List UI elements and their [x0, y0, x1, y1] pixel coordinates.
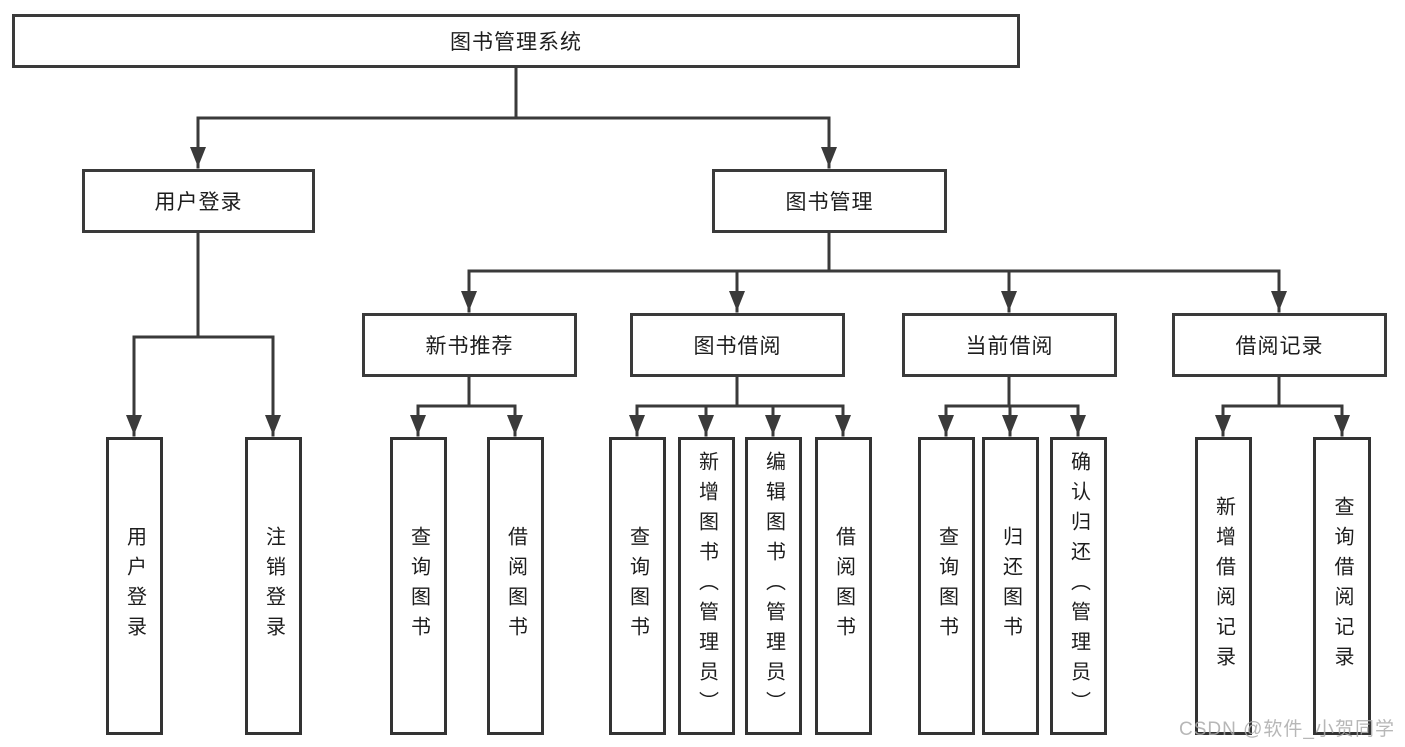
leaf-newbook-borrow-books: 借阅图书 [487, 437, 544, 735]
leaf-borrow-borrow-books: 借阅图书 [815, 437, 872, 735]
node-borrow-records: 借阅记录 [1172, 313, 1387, 377]
node-root: 图书管理系统 [12, 14, 1020, 68]
node-current-borrow-label: 当前借阅 [965, 335, 1054, 358]
leaf-borrow-edit-books-admin: 编辑图书（管理员） [745, 437, 802, 735]
leaf-borrow-add-books-admin: 新增图书（管理员） [678, 437, 735, 735]
leaf-borrow-add-books-admin-label: 新增图书（管理员） [695, 451, 718, 721]
leaf-current-return-books-label: 归还图书 [999, 526, 1022, 646]
node-book-borrow: 图书借阅 [630, 313, 845, 377]
leaf-borrow-borrow-books-label: 借阅图书 [832, 526, 855, 646]
node-new-book-recommend-label: 新书推荐 [425, 335, 514, 358]
leaf-newbook-query-books: 查询图书 [390, 437, 447, 735]
leaf-current-query-books-label: 查询图书 [935, 526, 958, 646]
node-new-book-recommend: 新书推荐 [362, 313, 577, 377]
leaf-borrow-edit-books-admin-label: 编辑图书（管理员） [762, 451, 785, 721]
leaf-user-login: 用户登录 [106, 437, 163, 735]
node-root-label: 图书管理系统 [450, 31, 582, 54]
node-book-management: 图书管理 [712, 169, 947, 233]
leaf-records-add-record-label: 新增借阅记录 [1212, 496, 1235, 676]
node-book-management-label: 图书管理 [785, 191, 874, 214]
leaf-current-return-books: 归还图书 [982, 437, 1039, 735]
node-user-login: 用户登录 [82, 169, 315, 233]
node-current-borrow: 当前借阅 [902, 313, 1117, 377]
leaf-current-query-books: 查询图书 [918, 437, 975, 735]
watermark: CSDN @软件_小贺同学 [1179, 719, 1395, 740]
leaf-current-confirm-return-admin-label: 确认归还（管理员） [1067, 451, 1090, 721]
leaf-borrow-query-books-label: 查询图书 [626, 526, 649, 646]
leaf-current-confirm-return-admin: 确认归还（管理员） [1050, 437, 1107, 735]
leaf-user-login-label: 用户登录 [123, 526, 146, 646]
node-user-login-label: 用户登录 [154, 191, 243, 214]
leaf-newbook-query-books-label: 查询图书 [407, 526, 430, 646]
leaf-logout-label: 注销登录 [262, 526, 285, 646]
node-borrow-records-label: 借阅记录 [1235, 335, 1324, 358]
leaf-borrow-query-books: 查询图书 [609, 437, 666, 735]
leaf-logout: 注销登录 [245, 437, 302, 735]
leaf-newbook-borrow-books-label: 借阅图书 [504, 526, 527, 646]
leaf-records-query-record-label: 查询借阅记录 [1331, 496, 1353, 676]
leaf-records-query-record: 查询借阅记录 [1313, 437, 1371, 735]
node-book-borrow-label: 图书借阅 [693, 335, 782, 358]
leaf-records-add-record: 新增借阅记录 [1195, 437, 1252, 735]
